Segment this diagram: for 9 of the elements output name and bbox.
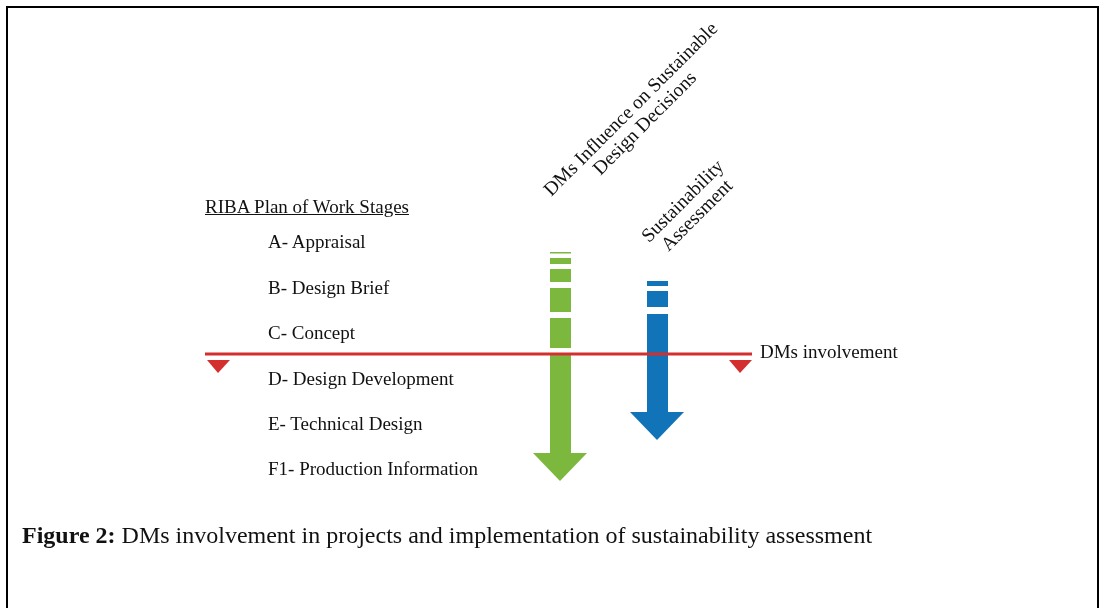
stage-label: D- Design Development — [268, 368, 454, 390]
stage-label: C- Concept — [268, 322, 356, 344]
stage-label: F1- Production Information — [268, 458, 479, 480]
stage-label: E- Technical Design — [268, 413, 423, 435]
stage-label: A- Appraisal — [268, 231, 366, 253]
stage-label: B- Design Brief — [268, 277, 390, 299]
list-heading: RIBA Plan of Work Stages — [205, 196, 409, 218]
figure-caption: Figure 2: DMs involvement in projects and implementation of sustainability assessment — [22, 522, 873, 550]
line-label: DMs involvement — [760, 341, 898, 363]
